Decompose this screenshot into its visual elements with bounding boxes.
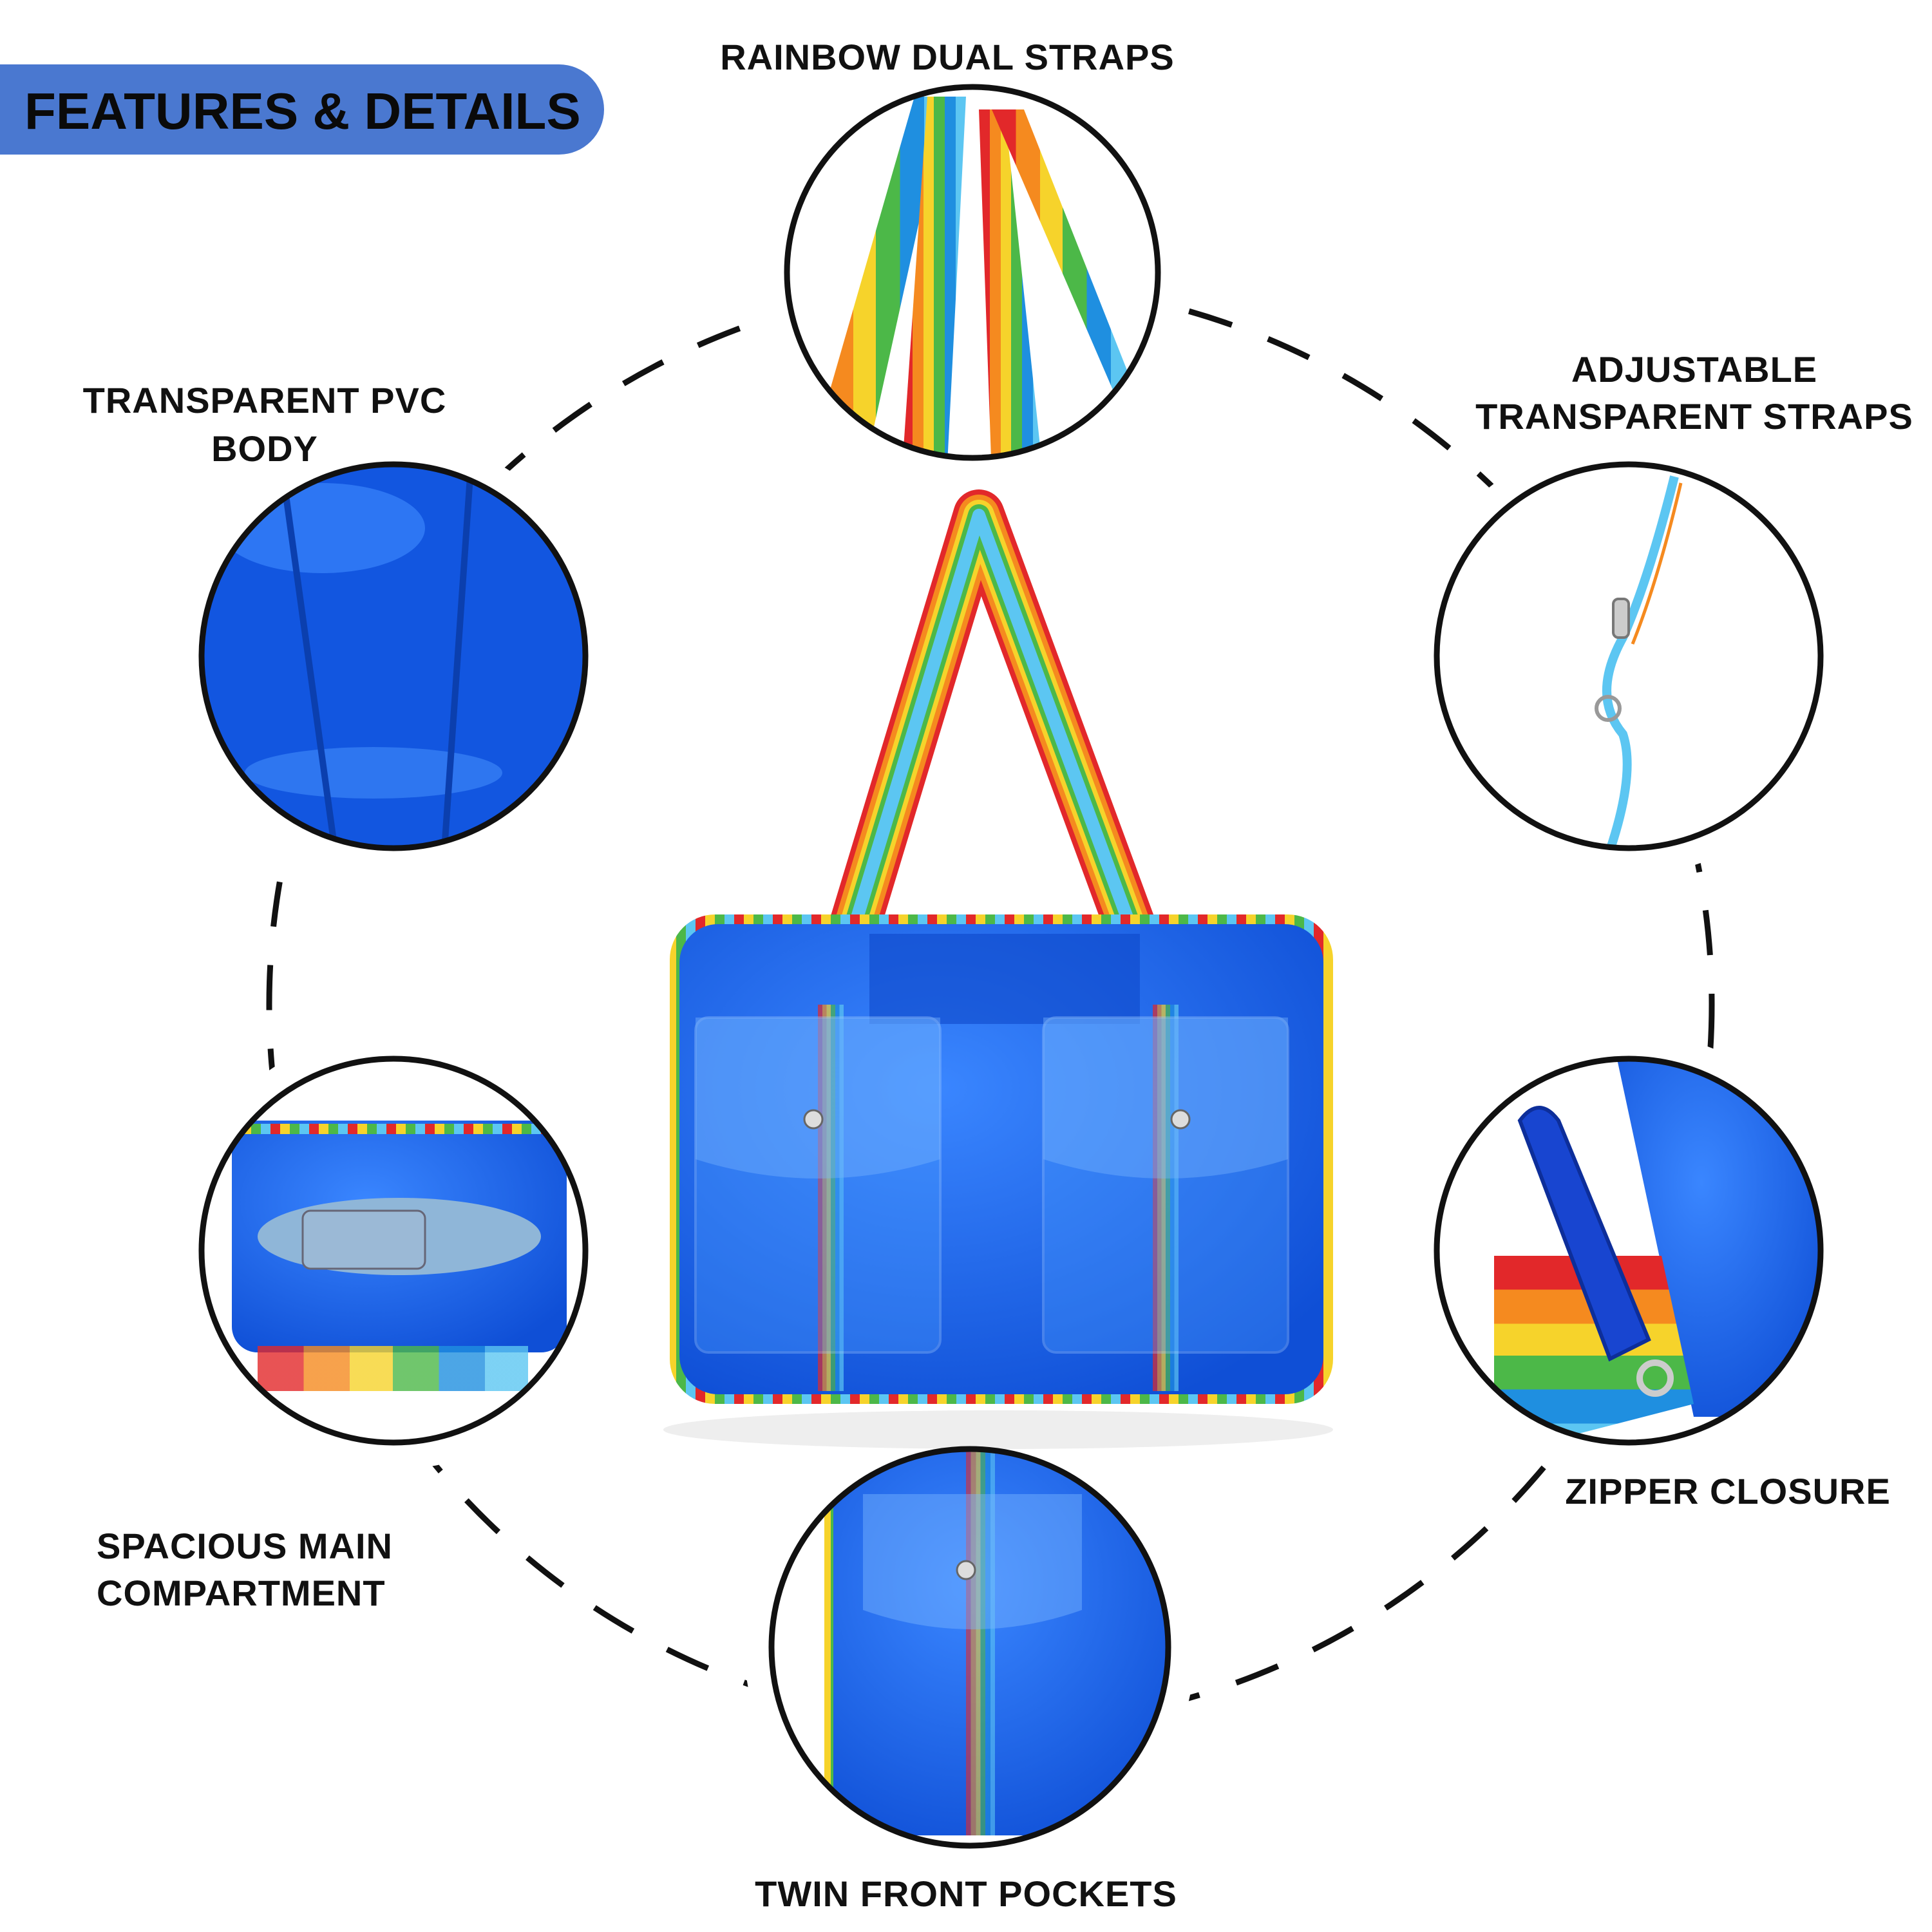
label-compartment-line1: SPACIOUS MAIN (97, 1526, 393, 1566)
label-twin-front-pockets: TWIN FRONT POCKETS (755, 1873, 1177, 1914)
header-title: FEATURES & DETAILS (24, 82, 581, 140)
detail-circle-adjustable-straps (1434, 461, 1824, 851)
label-adjustable-line2: TRANSPARENT STRAPS (1475, 396, 1913, 437)
header-badge: FEATURES & DETAILS (0, 64, 604, 155)
zipper-pull-icon (1517, 1106, 1651, 1362)
snap-button-icon (1170, 1109, 1191, 1130)
label-compartment-line2: COMPARTMENT (97, 1573, 386, 1613)
detail-circle-front-pockets (768, 1446, 1171, 1849)
detail-circle-rainbow-straps (784, 84, 1161, 461)
strap-buckle-icon (1612, 598, 1630, 639)
snap-button-icon (956, 1560, 976, 1580)
bag-product-image (663, 489, 1333, 1449)
label-rainbow-dual-straps: RAINBOW DUAL STRAPS (720, 37, 1175, 77)
bag-left-pocket (694, 1016, 942, 1354)
label-pvc-body-line2: BODY (211, 428, 318, 469)
detail-circle-main-compartment (198, 1056, 589, 1446)
snap-button-icon (803, 1109, 824, 1130)
detail-circle-zipper-closure (1434, 1056, 1824, 1446)
label-adjustable-line1: ADJUSTABLE (1571, 349, 1817, 390)
detail-circle-pvc-body (198, 461, 589, 851)
label-pvc-body-line1: TRANSPARENT PVC (83, 380, 447, 421)
bag-right-pocket (1042, 1016, 1289, 1354)
strap-ring-icon (1595, 695, 1622, 722)
label-zipper-closure: ZIPPER CLOSURE (1565, 1471, 1891, 1511)
phone-icon (301, 1209, 426, 1270)
bag-rainbow-handles (806, 489, 1184, 1014)
